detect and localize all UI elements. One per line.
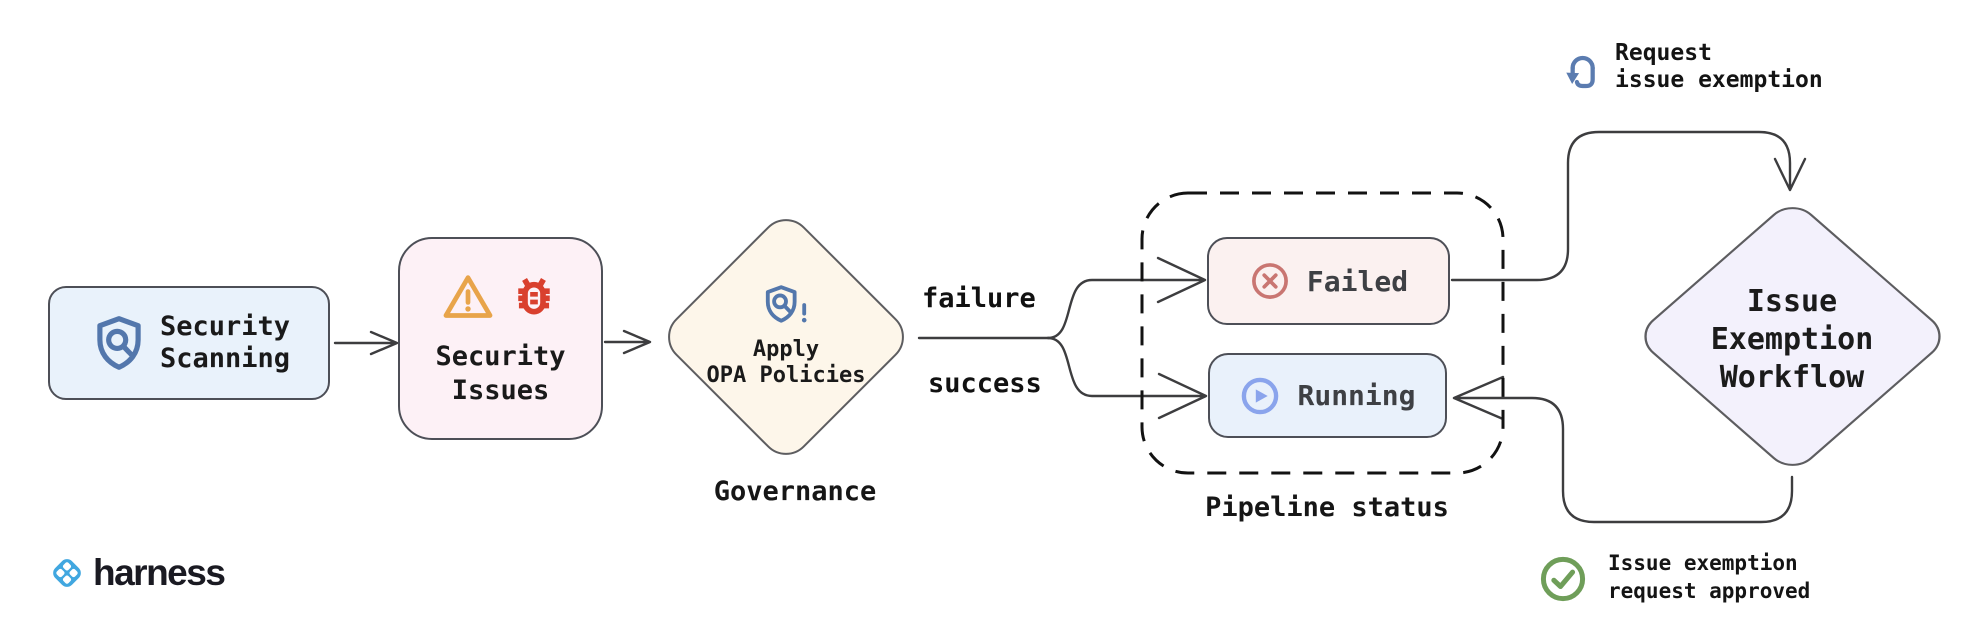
edge-scan-to-issues <box>333 330 399 356</box>
edge-success-branch <box>1046 336 1208 420</box>
issue-icons <box>441 270 561 324</box>
check-circle-icon <box>1540 556 1586 602</box>
harness-brand: harness <box>48 552 226 594</box>
pipeline-status-caption: Pipeline status <box>1205 492 1449 523</box>
edge-failed-to-exemption <box>1450 130 1807 282</box>
edge-exemption-to-running <box>1452 375 1794 524</box>
apply-opa-policies-label: Apply OPA Policies <box>706 337 866 388</box>
running-label: Running <box>1297 379 1416 412</box>
security-scanning-node: Security Scanning <box>48 286 330 400</box>
failure-edge-label: failure <box>922 283 1036 314</box>
running-status-node: Running <box>1208 353 1447 438</box>
edge-issues-to-opa <box>603 329 652 355</box>
tap-request-icon <box>1566 55 1595 89</box>
circle-x-icon <box>1251 263 1288 299</box>
shield-search-icon <box>97 316 141 370</box>
circle-play-icon <box>1242 377 1279 414</box>
issue-exemption-workflow-label: Issue Exemption Workflow <box>1710 284 1874 395</box>
security-issues-label: Security Issues <box>435 340 566 406</box>
failed-status-node: Failed <box>1207 237 1450 325</box>
pipeline-status-dashed-border <box>1140 191 1505 475</box>
bug-icon <box>517 277 550 314</box>
warning-triangle-icon <box>443 274 492 318</box>
shield-search-alert-icon <box>765 285 807 323</box>
governance-caption: Governance <box>713 476 877 507</box>
harness-wordmark: harness <box>93 552 226 593</box>
apply-opa-policies-content: Apply OPA Policies <box>666 248 906 424</box>
harness-logo-icon <box>53 559 81 587</box>
security-scanning-label: Security Scanning <box>159 311 291 374</box>
approved-note: Issue exemption request approved <box>1608 551 1811 603</box>
failed-label: Failed <box>1306 264 1409 298</box>
security-issues-node: Security Issues <box>398 237 603 440</box>
request-exemption-note: Request issue exemption <box>1615 40 1823 93</box>
edge-failure-branch <box>1046 256 1207 340</box>
success-edge-label: success <box>928 368 1042 399</box>
